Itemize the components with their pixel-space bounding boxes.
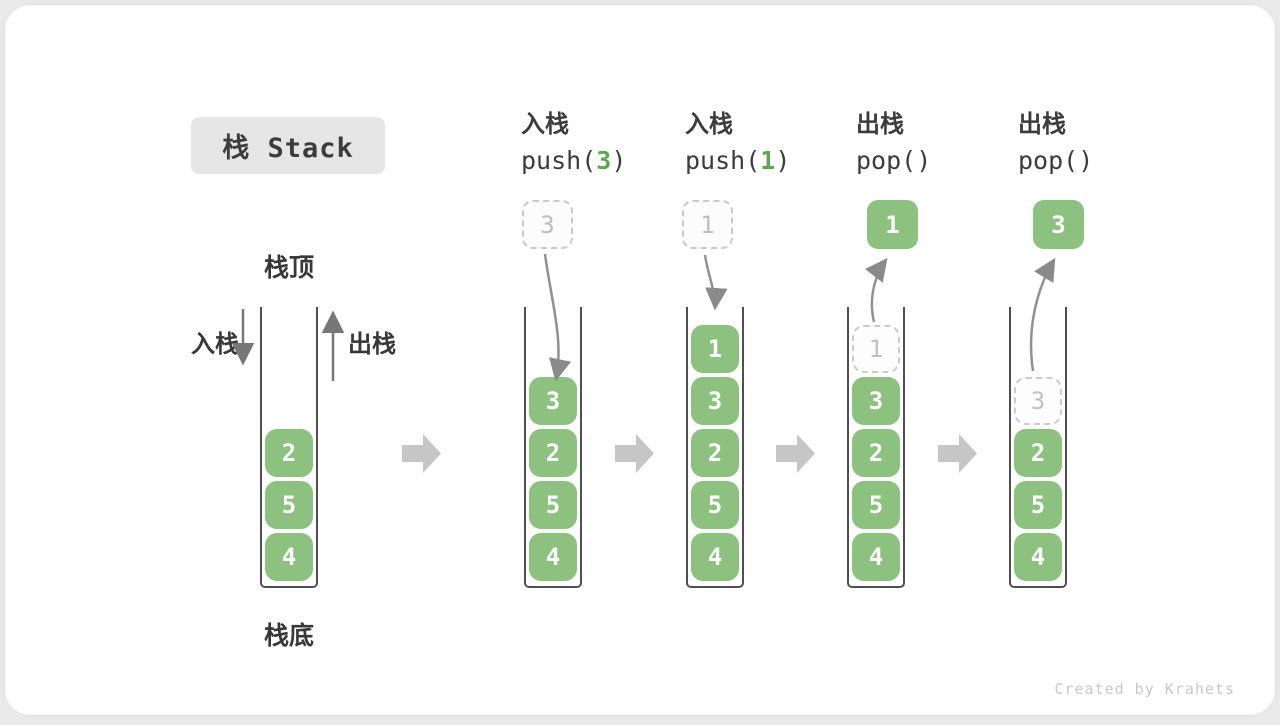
operation-code: pop() xyxy=(1018,146,1093,175)
stack-item: 5 xyxy=(691,481,739,529)
incoming-element-box: 1 xyxy=(682,200,733,249)
stack-item: 2 xyxy=(691,429,739,477)
operation-label: 入栈 xyxy=(521,111,569,138)
stack-item: 5 xyxy=(529,481,577,529)
stack-item: 4 xyxy=(265,533,313,581)
code-suffix: ) xyxy=(775,146,791,175)
stack-item: 5 xyxy=(265,481,313,529)
code-suffix: ) xyxy=(611,146,627,175)
stack-top-label: 栈顶 xyxy=(263,254,314,282)
code-prefix: push( xyxy=(685,146,761,175)
push-side-label: 入栈 xyxy=(191,331,239,358)
operation-label: 入栈 xyxy=(685,111,733,138)
stack-item: 2 xyxy=(265,429,313,477)
code-suffix: ) xyxy=(916,146,932,175)
stack-item: 2 xyxy=(1014,429,1062,477)
stack-item: 4 xyxy=(852,533,900,581)
stack-item: 4 xyxy=(691,533,739,581)
stack-item: 2 xyxy=(852,429,900,477)
operation-label: 出栈 xyxy=(856,111,904,138)
operation-label: 出栈 xyxy=(1018,111,1066,138)
push-flow-arrow-1 xyxy=(703,254,728,311)
operation-code: push(3) xyxy=(521,146,626,175)
stack-item: 5 xyxy=(852,481,900,529)
watermark: Created by Krahets xyxy=(1054,680,1235,698)
code-prefix: push( xyxy=(521,146,597,175)
code-arg: 1 xyxy=(760,146,776,175)
operation-header-push-3: 入栈 push(3) xyxy=(521,111,626,175)
stack-bottom-label: 栈底 xyxy=(263,622,314,650)
stack-item: 5 xyxy=(1014,481,1062,529)
stack-slot-ghost: 1 xyxy=(852,325,900,373)
step-arrow-icon xyxy=(938,434,977,473)
step-arrow-icon xyxy=(776,434,815,473)
step-arrow-icon xyxy=(402,434,441,473)
stack-item: 2 xyxy=(529,429,577,477)
step-arrow-icon xyxy=(615,434,654,473)
stack-item: 3 xyxy=(852,377,900,425)
stack-item: 4 xyxy=(529,533,577,581)
stack-item: 3 xyxy=(529,377,577,425)
code-prefix: pop( xyxy=(856,146,917,175)
stack-item: 4 xyxy=(1014,533,1062,581)
popped-element-box: 3 xyxy=(1033,200,1084,249)
pop-side-label: 出栈 xyxy=(348,331,396,358)
stack-item: 1 xyxy=(691,325,739,373)
operation-code: push(1) xyxy=(685,146,790,175)
operation-header-push-1: 入栈 push(1) xyxy=(685,111,790,175)
diagram-canvas: 栈 Stack 栈顶 栈底 入栈 出栈 入栈 push(3) 入栈 push(1… xyxy=(4,4,1276,716)
operation-header-pop-1: 出栈 pop() xyxy=(856,111,931,175)
incoming-element-box: 3 xyxy=(522,200,573,249)
code-prefix: pop( xyxy=(1018,146,1079,175)
operation-header-pop-3: 出栈 pop() xyxy=(1018,111,1093,175)
operation-code: pop() xyxy=(856,146,931,175)
popped-element-box: 1 xyxy=(867,200,918,249)
stack-slot-ghost: 3 xyxy=(1014,377,1062,425)
code-suffix: ) xyxy=(1078,146,1094,175)
code-arg: 3 xyxy=(596,146,612,175)
stack-item: 3 xyxy=(691,377,739,425)
diagram-title: 栈 Stack xyxy=(191,117,385,174)
